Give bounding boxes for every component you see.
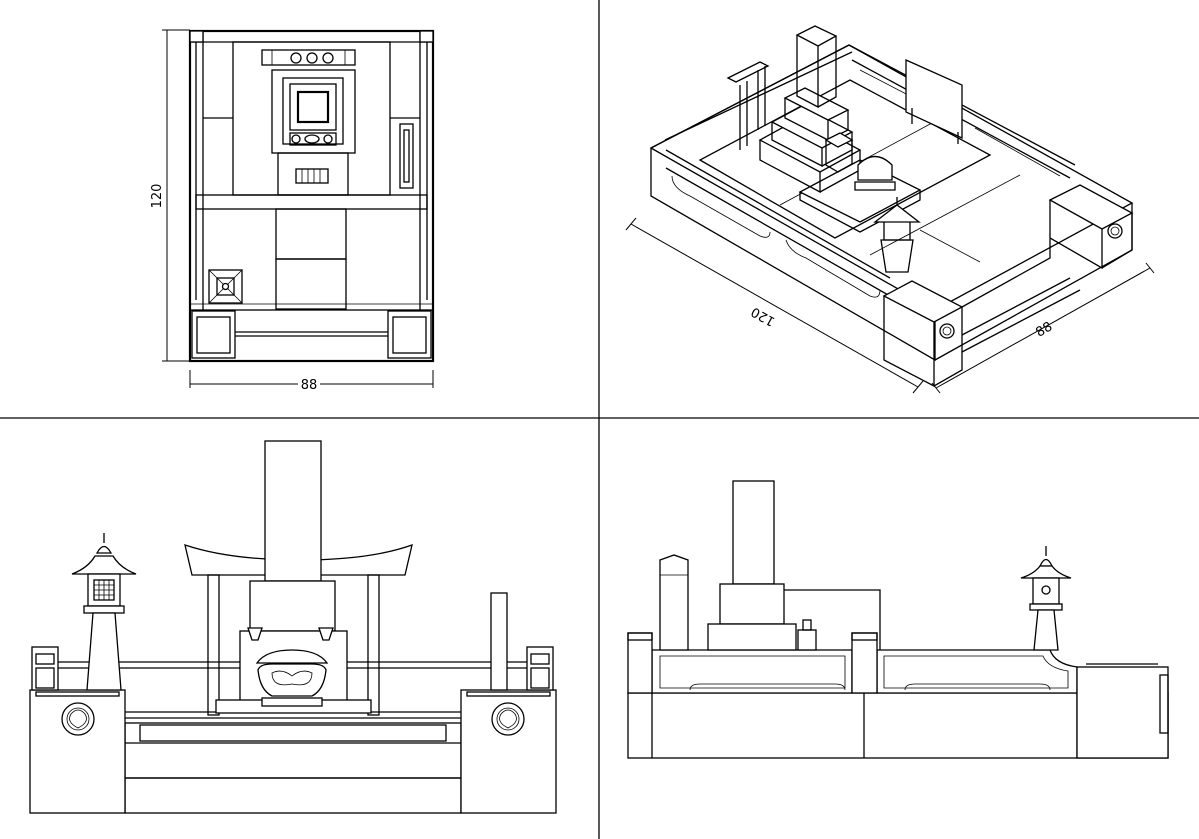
plan-width-label: 88 [301,378,318,393]
iso-width-dimension: 88 [931,262,1155,394]
plan-depth-label: 120 [150,184,165,209]
iso-width-label: 88 [1033,319,1055,340]
side-elevation [627,480,1169,759]
plan-width-dimension: 88 [189,370,434,393]
plan-depth-dimension: 120 [150,29,190,362]
side-lantern [1020,546,1072,651]
iso-length-dimension: 120 [625,217,924,394]
iso-view: 120 88 [625,25,1155,394]
plan-view: 120 88 [150,29,435,393]
iso-length-label: 120 [749,303,778,328]
front-lantern [71,533,137,691]
front-elevation [29,440,557,814]
